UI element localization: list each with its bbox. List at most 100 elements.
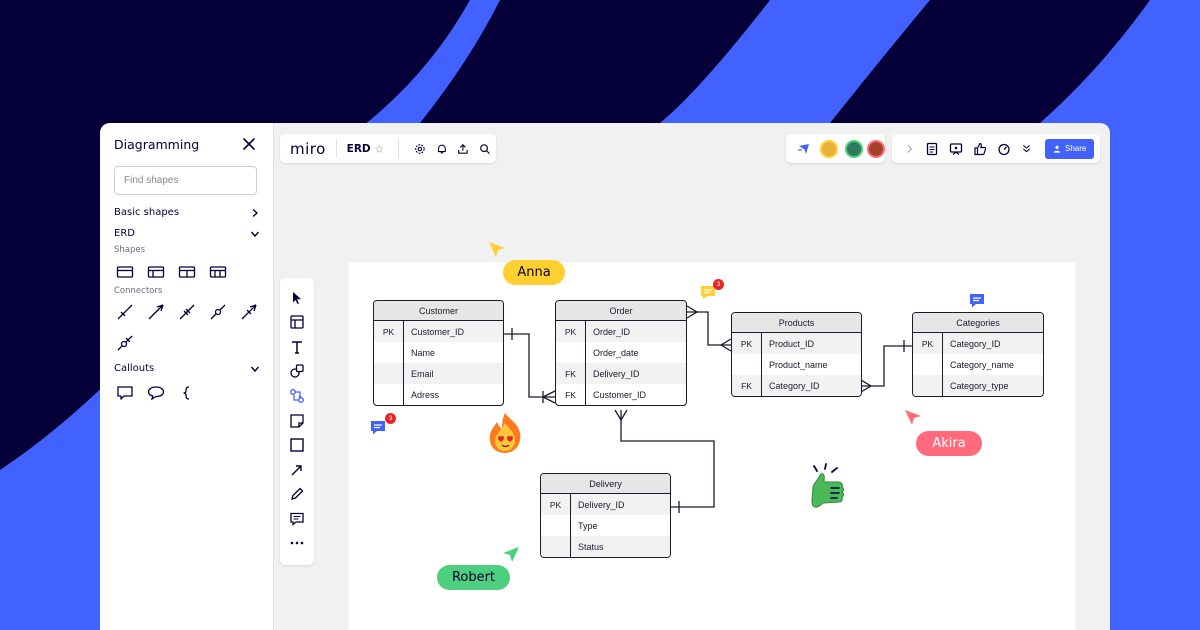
board-tools-bar: Share (892, 134, 1100, 163)
key-cell (374, 363, 404, 384)
erd-section[interactable]: ERD (114, 228, 260, 239)
chevron-right-icon[interactable] (905, 144, 915, 154)
text-icon[interactable] (289, 339, 305, 355)
board-name[interactable]: ERD (346, 142, 371, 155)
frame-icon[interactable] (289, 437, 305, 453)
basic-shapes-label: Basic shapes (114, 207, 180, 218)
connector-one[interactable] (114, 301, 135, 322)
select-cursor-icon[interactable] (289, 290, 305, 306)
callout-oval-icon (147, 385, 164, 400)
avatar[interactable] (845, 139, 863, 158)
pen-icon[interactable] (289, 486, 305, 502)
table-title: Products (732, 313, 861, 333)
categories-table[interactable]: Categories PK Category_ID Category_name C… (912, 312, 1044, 397)
callout-rect[interactable] (114, 382, 135, 403)
connector-many-icon (148, 303, 164, 319)
connector-optional[interactable] (114, 332, 135, 353)
star-icon[interactable] (374, 144, 384, 154)
table-row: Adress (374, 384, 503, 405)
comment-blue-icon[interactable] (369, 419, 387, 437)
diagramming-panel: Diagramming Basic shapes ERD Shapes Conn… (100, 123, 274, 630)
shapes-icon[interactable] (289, 363, 305, 379)
callout-oval[interactable] (145, 382, 166, 403)
field-cell: Category_ID (950, 338, 1001, 349)
anna-name-tag: Anna (503, 260, 565, 285)
find-shapes-input[interactable] (114, 166, 257, 195)
connector-one-many[interactable] (176, 301, 197, 322)
basic-shapes-section[interactable]: Basic shapes (114, 207, 260, 218)
presentation-icon[interactable] (949, 142, 963, 156)
sticky-note-icon[interactable] (289, 413, 305, 429)
notes-icon[interactable] (925, 142, 939, 156)
key-cell: PK (374, 321, 404, 342)
divider (398, 139, 399, 158)
share-button[interactable]: Share (1045, 138, 1095, 159)
table-title: Order (556, 301, 686, 321)
table-title: Categories (913, 313, 1043, 333)
diagramming-icon[interactable] (289, 388, 305, 404)
more-chevron-icon[interactable] (1021, 143, 1032, 154)
table-row: PK Customer_ID (374, 321, 503, 342)
table-row: Name (374, 342, 503, 363)
erd-shape-3[interactable] (176, 261, 197, 282)
search-icon[interactable] (479, 142, 491, 156)
connector-zero-one-icon (210, 304, 225, 319)
reactions-icon[interactable] (973, 142, 987, 156)
key-cell (541, 536, 571, 557)
timer-icon[interactable] (997, 142, 1011, 156)
connector-zero-one[interactable] (207, 301, 228, 322)
table-title: Delivery (541, 474, 670, 494)
bell-icon[interactable] (436, 142, 448, 156)
field-cell: Delivery_ID (578, 499, 625, 510)
field-cell: Adress (411, 389, 440, 400)
board-topbar: miro ERD (280, 134, 496, 163)
connector-many[interactable] (145, 301, 166, 322)
close-icon[interactable] (242, 137, 256, 151)
connector-optional-icon (117, 335, 132, 350)
gear-icon[interactable] (414, 142, 426, 156)
connector-zero-many[interactable] (238, 301, 259, 322)
robert-name-tag: Robert (437, 565, 510, 590)
chevron-down-icon (250, 231, 260, 237)
table-row: Category_type (913, 375, 1043, 396)
erd-shape-2[interactable] (145, 261, 166, 282)
more-icon[interactable] (289, 535, 305, 551)
arrow-line-icon[interactable] (289, 462, 305, 478)
field-cell: Type (578, 520, 598, 531)
key-cell: PK (732, 333, 762, 354)
comment-icon[interactable] (289, 511, 305, 527)
table-row: Category_name (913, 354, 1043, 375)
avatar[interactable] (820, 139, 838, 158)
erd-shape-4[interactable] (207, 261, 228, 282)
divider (335, 139, 337, 158)
thumbs-up-icon (811, 463, 844, 508)
comment-yellow-icon[interactable] (699, 284, 717, 302)
callouts-section[interactable]: Callouts (114, 363, 260, 374)
miro-logo[interactable]: miro (290, 139, 326, 158)
field-cell: Product_name (769, 359, 828, 370)
table-row: Order_date (556, 342, 686, 363)
field-cell: Customer_ID (411, 326, 465, 337)
table-title: Customer (374, 301, 503, 321)
upload-icon[interactable] (457, 142, 469, 156)
entity-columns-icon (178, 265, 195, 278)
callout-brace[interactable] (176, 382, 197, 403)
follow-cursor-icon[interactable] (797, 142, 811, 156)
comment-blue-icon[interactable] (968, 292, 986, 310)
connectors-sublabel: Connectors (114, 286, 163, 296)
field-cell: Order_ID (593, 326, 631, 337)
field-cell: Status (578, 541, 604, 552)
erd-shape-1[interactable] (114, 261, 135, 282)
key-cell (913, 375, 943, 396)
templates-icon[interactable] (289, 314, 305, 330)
key-cell (913, 354, 943, 375)
key-cell: PK (913, 333, 943, 354)
avatar[interactable] (867, 139, 885, 158)
